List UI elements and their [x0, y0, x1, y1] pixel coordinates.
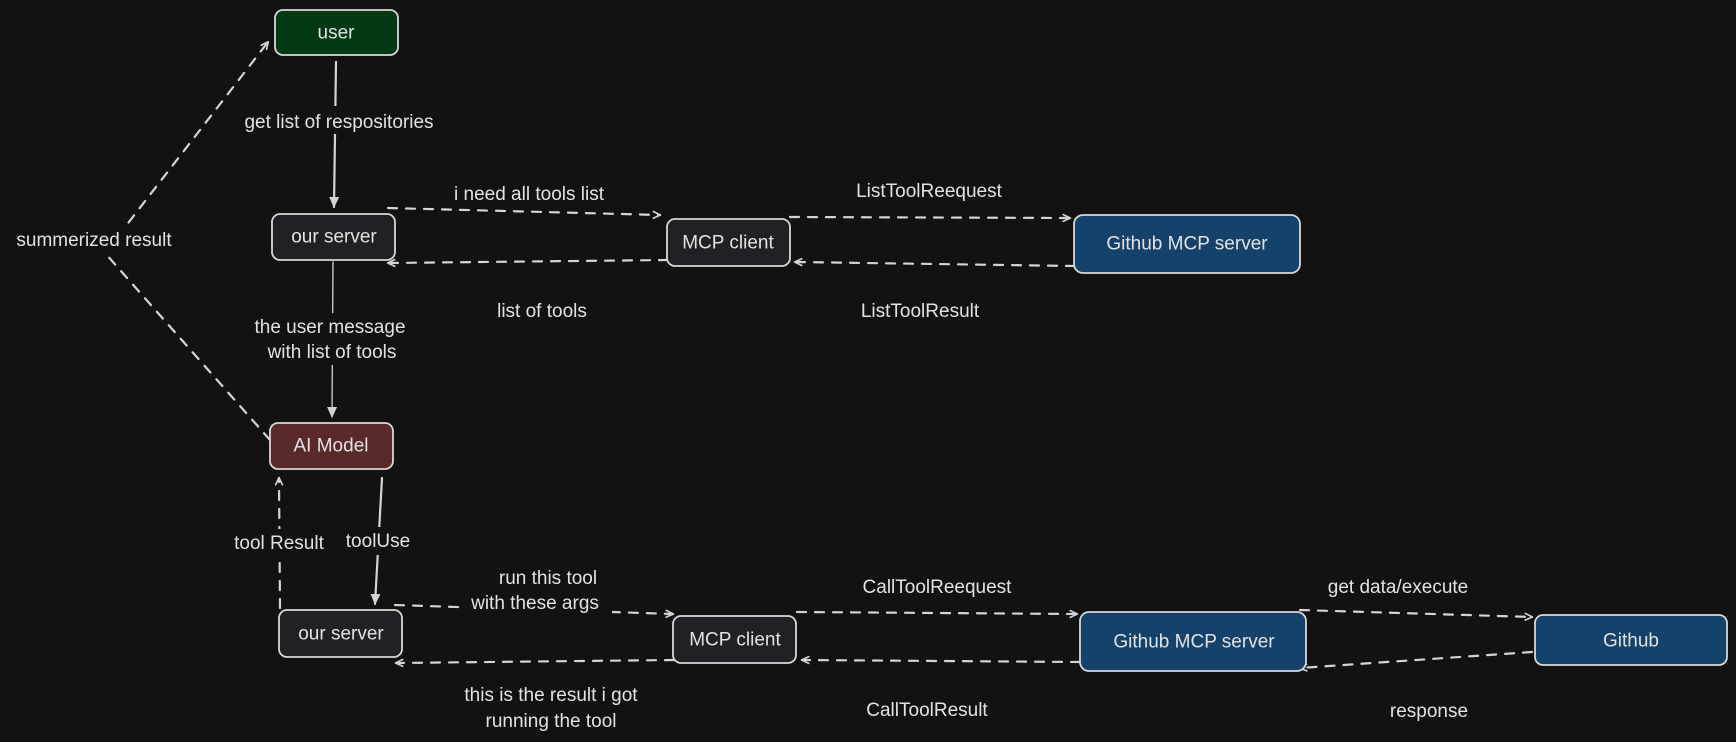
- node-our-server-top[interactable]: our server: [271, 213, 396, 261]
- label-user-message-line1: the user message: [254, 317, 405, 338]
- label-result-got-line1: this is the result i got: [464, 685, 638, 706]
- label-summarized-result: summerized result: [16, 230, 172, 251]
- label-need-tools: i need all tools list: [454, 184, 605, 205]
- node-github-mcp-server-top-label: Github MCP server: [1106, 234, 1268, 255]
- label-tool-use: toolUse: [346, 531, 410, 552]
- node-mcp-client-top-label: MCP client: [682, 233, 774, 254]
- label-get-list: get list of respositories: [244, 112, 433, 133]
- edge-user-to-server: [329, 60, 340, 209]
- edge-client-to-server-top: [388, 260, 670, 263]
- edge-server-to-client-top: [386, 206, 660, 215]
- label-call-tool-result: CallToolResult: [866, 700, 988, 721]
- edge-github-to-github-mcp: [1300, 650, 1534, 668]
- node-github-mcp-server-bottom[interactable]: Github MCP server: [1079, 611, 1307, 672]
- edge-github-mcp-to-client-top: [795, 262, 1077, 268]
- label-response: response: [1390, 701, 1468, 722]
- label-tool-result: tool Result: [234, 533, 324, 554]
- edge-client-to-github-mcp-bottom: [795, 612, 1077, 614]
- edge-github-mcp-to-github: [1298, 608, 1532, 617]
- node-github[interactable]: Github: [1534, 614, 1728, 666]
- label-run-tool-line2: with these args: [470, 593, 599, 614]
- node-user[interactable]: user: [274, 9, 399, 56]
- edge-github-mcp-to-client-bottom: [802, 660, 1082, 662]
- label-list-of-tools: list of tools: [497, 301, 587, 322]
- label-list-tool-result: ListToolResult: [861, 301, 980, 322]
- edge-client-to-github-mcp-top: [788, 217, 1070, 218]
- node-github-mcp-server-top[interactable]: Github MCP server: [1073, 214, 1301, 274]
- label-get-data: get data/execute: [1328, 577, 1469, 598]
- node-ai-model[interactable]: AI Model: [269, 422, 394, 470]
- edge-client-to-server-bottom: [396, 660, 676, 663]
- edge-server-bottom-to-ai-model: [279, 478, 280, 610]
- node-our-server-bottom-label: our server: [298, 624, 384, 645]
- node-our-server-bottom[interactable]: our server: [278, 609, 403, 658]
- node-user-label: user: [318, 23, 356, 44]
- node-mcp-client-top[interactable]: MCP client: [666, 218, 791, 267]
- node-mcp-client-bottom-label: MCP client: [689, 630, 781, 651]
- node-ai-model-label: AI Model: [294, 436, 369, 457]
- node-mcp-client-bottom[interactable]: MCP client: [672, 615, 797, 664]
- node-our-server-top-label: our server: [291, 227, 377, 248]
- label-call-tool-request: CallToolReequest: [863, 577, 1013, 598]
- label-user-message-line2: with list of tools: [267, 342, 397, 363]
- node-github-mcp-server-bottom-label: Github MCP server: [1113, 632, 1275, 653]
- node-github-label: Github: [1603, 631, 1659, 652]
- label-list-tool-request: ListToolReequest: [856, 181, 1002, 202]
- label-result-got-line2: running the tool: [486, 711, 617, 732]
- label-run-tool-line1: run this tool: [499, 568, 597, 589]
